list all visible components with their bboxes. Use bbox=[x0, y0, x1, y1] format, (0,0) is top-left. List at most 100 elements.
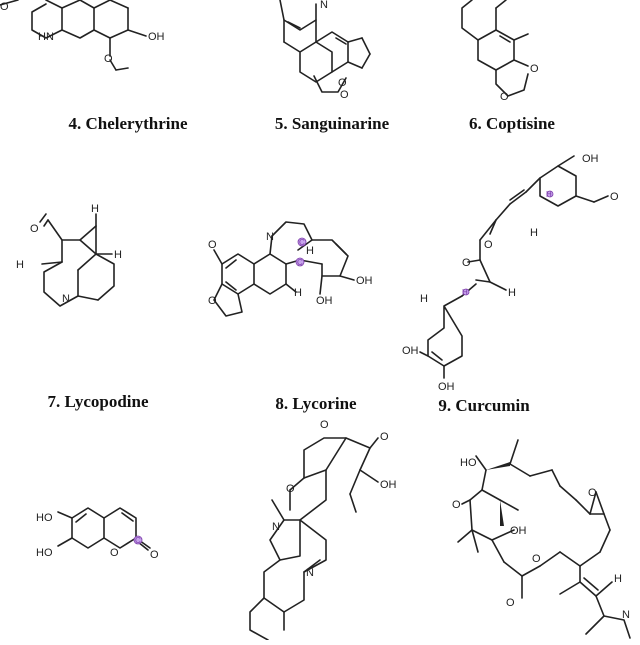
bond bbox=[93, 29, 111, 39]
bond bbox=[431, 351, 443, 361]
highlight-atom bbox=[546, 190, 554, 198]
atom-label: HO bbox=[460, 457, 477, 469]
bond bbox=[75, 513, 87, 523]
bond bbox=[0, 0, 19, 6]
bond bbox=[339, 275, 355, 281]
bond bbox=[471, 529, 479, 553]
bond bbox=[575, 499, 591, 515]
atom-label: H bbox=[530, 227, 538, 239]
atom-label: OH bbox=[380, 479, 397, 491]
bond bbox=[77, 253, 115, 301]
bond bbox=[491, 539, 505, 563]
structure-curcumin: OH O O O H H H H H OH OH bbox=[402, 153, 619, 393]
atom-label: OH bbox=[356, 275, 373, 287]
caption-curcumin: 9. Curcumin bbox=[438, 396, 530, 415]
bond bbox=[599, 529, 611, 553]
atom-label: O bbox=[610, 191, 619, 203]
highlight-atom bbox=[295, 257, 305, 267]
bond bbox=[335, 243, 347, 255]
atom-label: OH bbox=[316, 295, 333, 307]
bond bbox=[595, 491, 605, 515]
bond bbox=[31, 3, 63, 39]
atom-label: O bbox=[30, 223, 39, 235]
atom-label: N bbox=[266, 231, 274, 243]
bond bbox=[109, 59, 117, 71]
atom-label: HO bbox=[36, 512, 53, 524]
atom-label: O bbox=[150, 549, 159, 561]
highlight-atom bbox=[462, 288, 470, 296]
atom-label: O bbox=[0, 1, 9, 13]
bond bbox=[103, 507, 137, 549]
atom-label: O bbox=[506, 597, 515, 609]
structure-sanguinarine: N O O bbox=[279, 0, 371, 101]
caption-coptisine: 6. Coptisine bbox=[469, 114, 555, 133]
bond bbox=[269, 235, 273, 255]
bond bbox=[539, 551, 561, 567]
bond bbox=[313, 75, 347, 93]
bond bbox=[311, 239, 349, 277]
bond bbox=[513, 59, 529, 67]
bond bbox=[559, 551, 581, 567]
structure-lycorine: N H H C C OH OH O O bbox=[208, 221, 373, 317]
bond bbox=[349, 493, 357, 513]
structure-lycopodine: O H H H N bbox=[16, 203, 122, 307]
bond bbox=[285, 283, 297, 293]
bond bbox=[559, 485, 577, 501]
atom-label: OH bbox=[510, 525, 527, 537]
atom-label: C bbox=[297, 258, 303, 267]
bond bbox=[283, 41, 333, 83]
atom-label: O bbox=[588, 487, 597, 499]
structure-epothilone: HO O O O O OH H N bbox=[452, 439, 631, 639]
caption-chelerythrine: 4. Chelerythrine bbox=[68, 114, 188, 133]
atom-label: O bbox=[320, 419, 329, 431]
bond bbox=[303, 469, 327, 479]
atom-label: HO bbox=[36, 547, 53, 559]
bond bbox=[481, 469, 487, 491]
atom-label: O bbox=[380, 431, 389, 443]
bond bbox=[495, 0, 507, 9]
bond bbox=[503, 561, 523, 577]
atom-label: N bbox=[306, 567, 314, 579]
atom-label: O bbox=[110, 547, 119, 559]
bond bbox=[509, 463, 531, 477]
bond bbox=[57, 537, 73, 547]
bond bbox=[575, 195, 595, 203]
atom-label: C bbox=[135, 536, 141, 545]
bond bbox=[225, 281, 237, 291]
atom-label: O bbox=[104, 53, 113, 65]
bond bbox=[121, 512, 134, 522]
bond bbox=[115, 67, 129, 71]
atom-label: OH bbox=[438, 381, 455, 393]
bond bbox=[419, 351, 429, 357]
bond bbox=[579, 551, 601, 567]
bond bbox=[263, 519, 327, 613]
atom-label: O bbox=[208, 239, 217, 251]
bond bbox=[213, 249, 223, 265]
bond bbox=[509, 439, 519, 465]
caption-sanguinarine: 5. Sanguinarine bbox=[274, 114, 390, 133]
atom-label: H bbox=[294, 287, 302, 299]
bond bbox=[45, 0, 63, 9]
bond bbox=[467, 259, 481, 263]
bond bbox=[513, 33, 529, 41]
bond bbox=[475, 279, 491, 283]
highlight-atom bbox=[133, 535, 143, 545]
bond bbox=[479, 259, 491, 283]
bond bbox=[593, 195, 609, 203]
bond bbox=[77, 295, 99, 301]
atom-label: N bbox=[622, 609, 630, 621]
bond bbox=[471, 529, 493, 541]
bond bbox=[477, 29, 515, 71]
bond bbox=[43, 219, 49, 227]
bond bbox=[509, 191, 527, 205]
bond bbox=[109, 29, 129, 39]
bond bbox=[349, 469, 361, 495]
bond bbox=[271, 221, 313, 251]
atom-label: O bbox=[452, 499, 461, 511]
bond bbox=[595, 595, 605, 617]
bond bbox=[559, 581, 581, 595]
atom-label: O bbox=[286, 483, 295, 495]
bond bbox=[595, 581, 613, 597]
atom-label: OH bbox=[582, 153, 599, 165]
